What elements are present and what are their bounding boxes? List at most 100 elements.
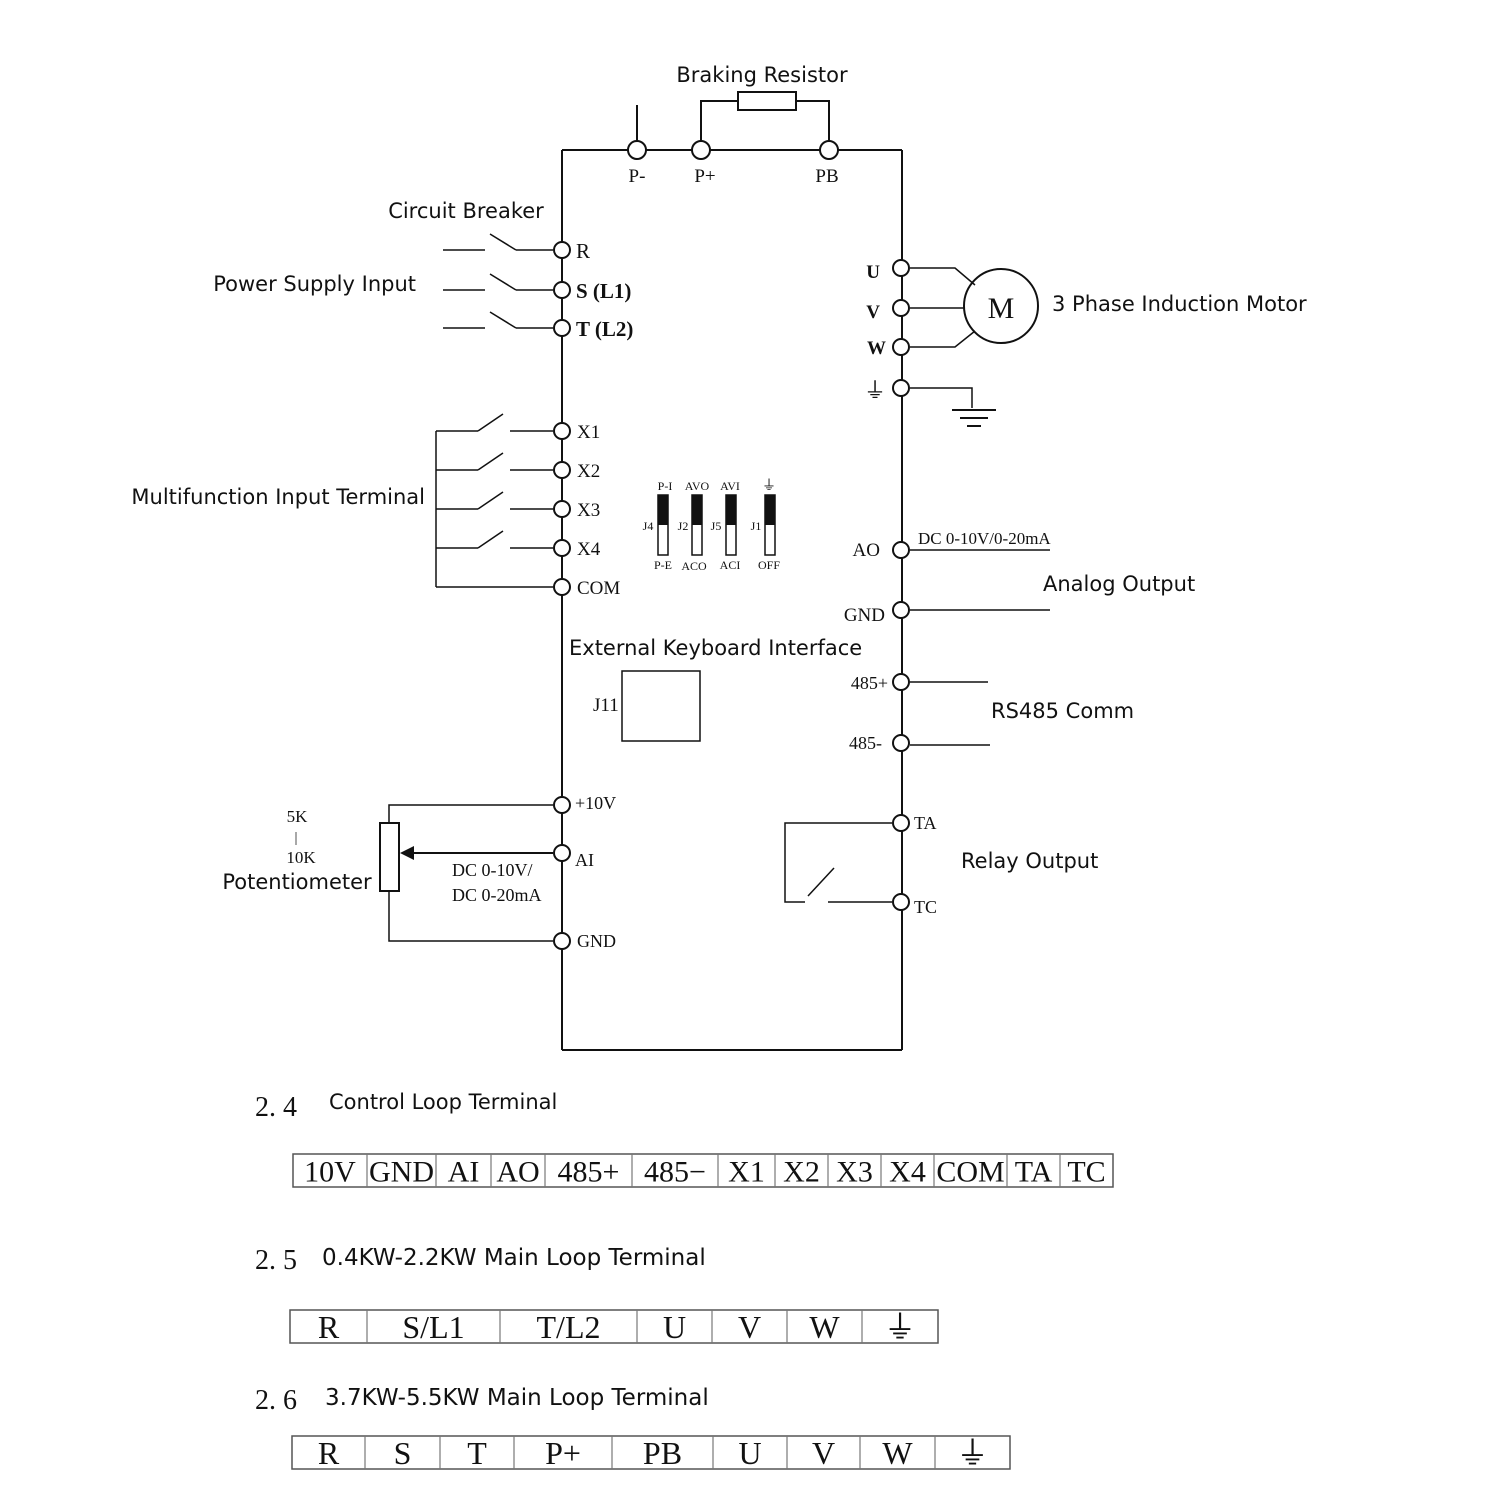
label-gnd-right: GND [844,605,885,626]
main-large-terminal-cell: U [738,1435,761,1471]
main-small-terminal-cell: V [738,1309,761,1345]
terminal-485-minus [892,734,910,752]
main-small-terminal-strip: R S/L1 T/L2 U V W ⏚ [289,1309,939,1345]
main-large-terminal-cell: ⏚ [956,1435,988,1471]
label-485-plus: 485+ [851,673,888,693]
label-v: V [866,302,880,323]
terminal-ao [892,541,910,559]
jumper-side-j2: J2 [678,519,689,533]
label-s-l1: S (L1) [576,279,631,303]
main-small-terminal-cell: R [318,1309,340,1345]
terminal-gnd-right [892,601,910,619]
control-terminal-cell: X2 [783,1155,820,1188]
braking-resistor: Braking Resistor [636,63,848,141]
pot-5k-label: 5K [287,807,309,826]
label-10v: +10V [575,793,616,813]
jumper-block: P-I AVO AVI ⏚ J4 J2 J5 J1 P-E ACO ACI OF… [643,478,781,573]
jumper-top-j2: AVO [685,479,710,493]
main-small-terminal-cell: S/L1 [402,1309,464,1345]
terminal-ta [892,814,910,832]
potentiometer-label: Potentiometer [222,870,372,894]
ai-range-1: DC 0-10V/ [452,860,533,880]
control-terminal-cell: AI [448,1155,480,1188]
main-large-terminal-cell: S [394,1435,412,1471]
main-large-terminal-frame [291,1435,1011,1470]
analog-output-label: Analog Output [1043,572,1195,596]
terminal-pb [819,140,839,160]
earth-icon: ⏚ [864,378,886,403]
pot-10k-label: 10K [286,848,316,867]
main-small-terminal-cell: ⏚ [884,1309,916,1345]
jumper-bottom-j5: ACI [720,558,741,572]
braking-resistor-label: Braking Resistor [676,63,848,87]
jumper-bottom-j1: OFF [758,558,780,572]
j11-label: J11 [593,695,619,716]
terminal-485-plus [892,673,910,691]
control-terminal-cell: X1 [728,1155,765,1188]
terminal-w [892,338,910,356]
jumper-top-j4: P-I [658,479,673,493]
motor-wiring [910,267,1039,427]
terminal-p-plus [691,140,711,160]
relay-output-label: Relay Output [961,849,1098,873]
label-485-minus: 485- [849,733,882,753]
terminal-u [892,259,910,277]
terminal-gnd-left [553,932,571,950]
jumper-side-j4: J4 [643,519,654,533]
control-terminal-cell: 485+ [558,1155,620,1188]
terminal-v [892,299,910,317]
jumper-top-j5: AVI [720,479,740,493]
terminal-x3 [553,500,571,518]
section-2-5-number: 2. 5 [255,1245,297,1276]
section-2-6-title: 3.7KW-5.5KW Main Loop Terminal [325,1385,709,1411]
main-small-terminal-cell: U [663,1309,686,1345]
jumper-side-j1: J1 [751,519,762,533]
terminal-ai [553,844,571,862]
label-ai: AI [575,850,594,870]
main-large-terminal-cell: V [812,1435,835,1471]
control-terminal-cell: X3 [836,1155,873,1188]
rs485-label: RS485 Comm [991,699,1134,723]
main-small-terminal-cell: T/L2 [537,1309,601,1345]
power-supply-input-label: Power Supply Input [213,272,416,296]
label-p-minus: P- [629,166,646,187]
terminal-tc [892,893,910,911]
section-2-4-title: Control Loop Terminal [329,1090,557,1114]
jumper-bottom-j4: P-E [654,558,672,572]
control-terminal-cell: TC [1067,1155,1105,1188]
terminal-10v [553,796,571,814]
label-tc: TC [914,897,937,917]
label-x1: X1 [577,422,600,443]
multifunction-input-switches [435,413,553,588]
section-2-4-number: 2. 4 [255,1092,297,1123]
motor-label: 3 Phase Induction Motor [1052,292,1307,316]
potentiometer [379,804,553,942]
main-small-terminal-cell: W [809,1309,840,1345]
label-ao: AO [853,540,880,561]
control-terminal-cell: 10V [304,1155,356,1188]
label-x4: X4 [577,539,601,560]
control-terminal-cell: COM [936,1155,1004,1188]
terminal-earth [892,379,910,397]
label-t-l2: T (L2) [576,317,633,341]
jumper-side-j5: J5 [711,519,722,533]
section-2-6-number: 2. 6 [255,1385,297,1416]
label-u: U [866,262,880,283]
circuit-breaker [443,233,553,329]
control-terminal-cell: X4 [889,1155,926,1188]
terminal-s [553,281,571,299]
ai-range-2: DC 0-20mA [452,885,542,905]
relay-contact [784,822,892,903]
terminal-x1 [553,422,571,440]
motor-symbol: M [988,292,1015,325]
label-p-plus: P+ [694,166,715,187]
control-terminal-cell: 485− [644,1155,706,1188]
multifunction-input-label: Multifunction Input Terminal [131,485,425,509]
label-ta: TA [914,813,937,833]
control-terminal-frame [292,1153,1114,1188]
terminal-r [553,241,571,259]
label-r: R [576,239,590,263]
control-terminal-cell: GND [369,1155,434,1188]
